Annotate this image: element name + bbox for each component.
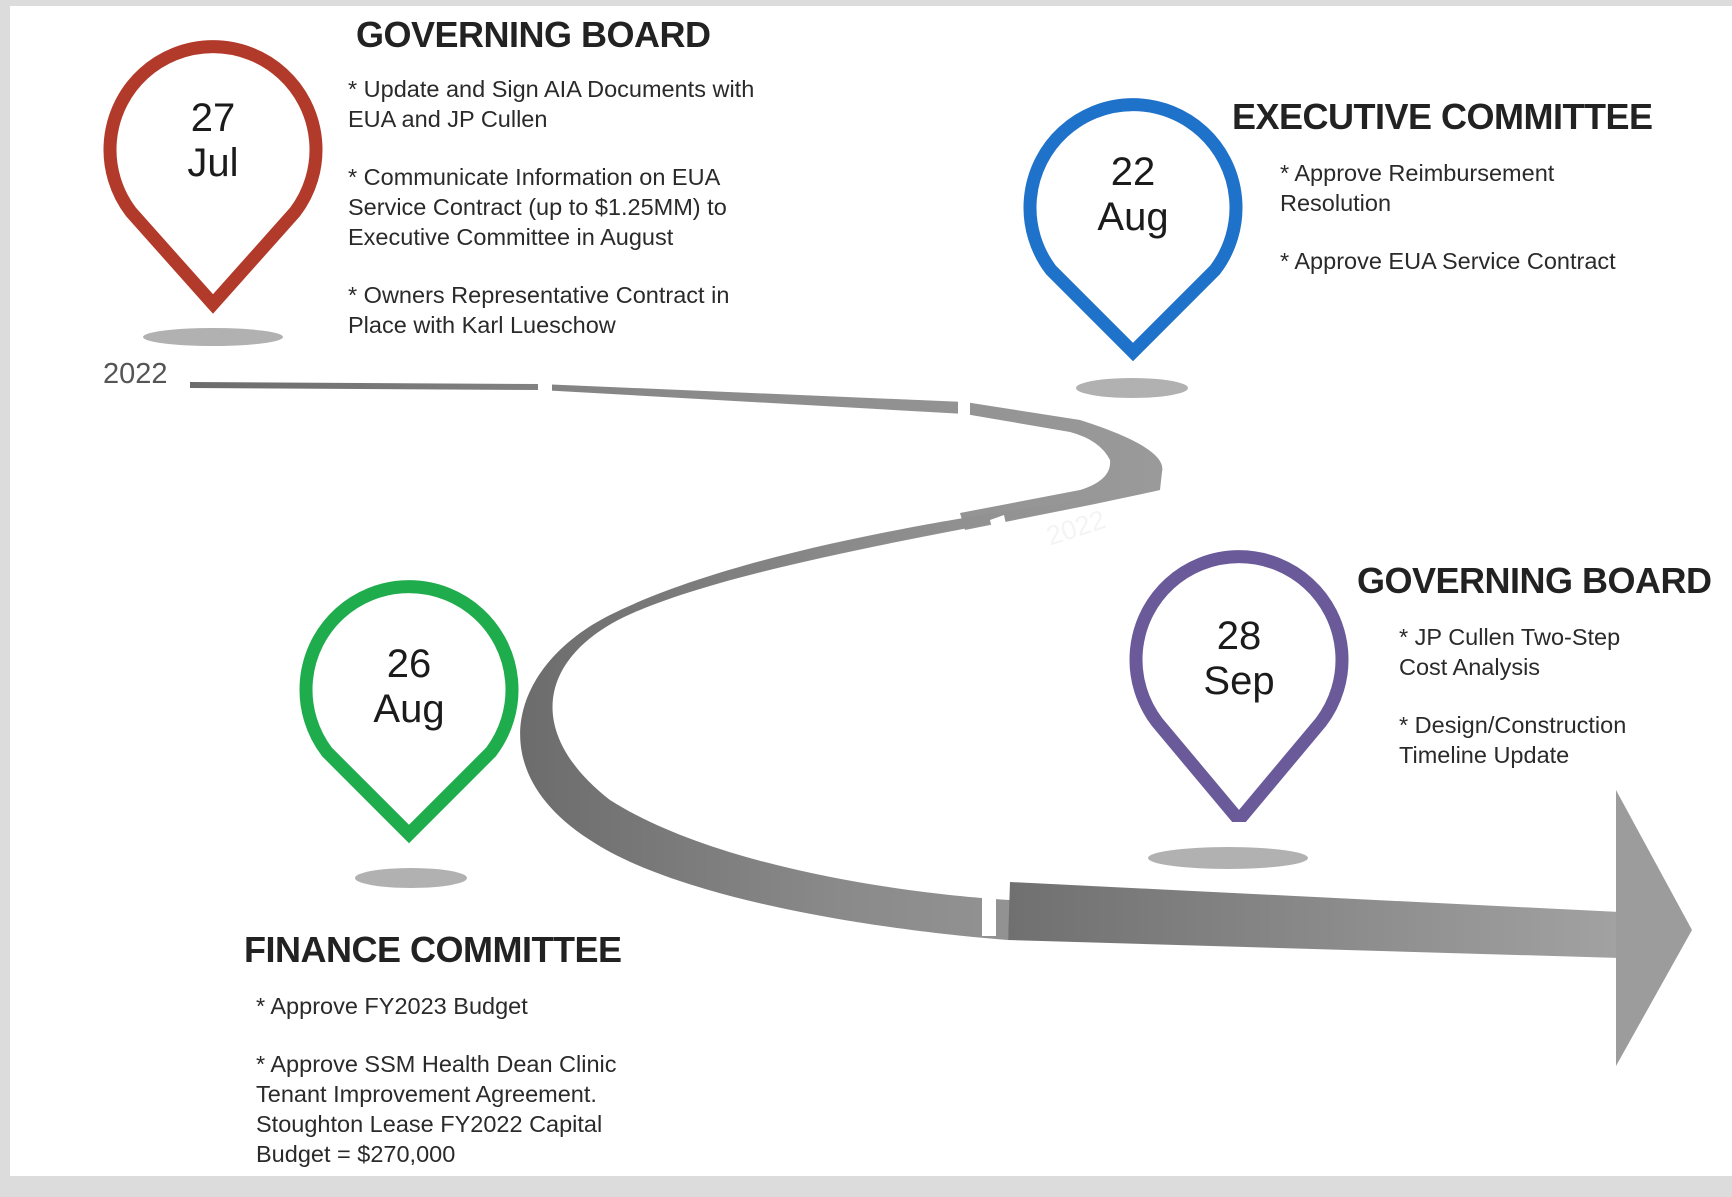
pin-month: Sep: [1203, 659, 1275, 703]
milestone-text-sep28: GOVERNING BOARD * JP Cullen Two-Step Cos…: [1357, 560, 1712, 798]
pin-month: Aug: [1097, 195, 1169, 239]
milestone-pin-aug26: 26 Aug: [289, 562, 529, 852]
milestone-pin-sep28: 28 Sep: [1119, 532, 1359, 822]
milestone-item: * Design/Construction Timeline Update: [1399, 712, 1627, 768]
pin-shadow: [1148, 847, 1308, 869]
milestone-text-aug26: FINANCE COMMITTEE * Approve FY2023 Budge…: [244, 929, 664, 1197]
map-pin-icon: [103, 40, 323, 314]
road-lower-segment: [1008, 882, 1620, 958]
pin-month: Jul: [187, 141, 239, 185]
milestone-text-jul27: GOVERNING BOARD * Update and Sign AIA Do…: [348, 14, 804, 368]
milestone-item: * Approve Reimbursement Resolution: [1280, 160, 1555, 216]
milestone-item: * Approve SSM Health Dean Clinic Tenant …: [256, 1051, 617, 1167]
milestone-heading: GOVERNING BOARD: [356, 14, 711, 55]
milestone-item: * Communicate Information on EUA Service…: [348, 164, 727, 250]
pin-day: 26: [386, 642, 432, 686]
milestone-item: * Update and Sign AIA Documents with EUA…: [348, 76, 755, 132]
pin-day: 22: [1110, 150, 1156, 194]
road-gap: [982, 880, 996, 936]
milestone-item: * Owners Representative Contract in Plac…: [348, 282, 730, 338]
pin-day: 27: [190, 96, 236, 140]
map-pin-icon: [299, 580, 519, 844]
road-curve-segment: [520, 490, 1160, 940]
map-pin-icon: [1129, 550, 1349, 822]
pin-shadow: [143, 328, 283, 346]
milestone-heading: EXECUTIVE COMMITTEE: [1232, 96, 1653, 137]
road-gap: [958, 396, 970, 418]
milestone-item: * Approve EUA Service Contract: [1280, 248, 1616, 274]
milestone-heading: FINANCE COMMITTEE: [244, 929, 622, 970]
milestone-item: * JP Cullen Two-Step Cost Analysis: [1399, 624, 1621, 680]
pin-shadow: [355, 868, 467, 888]
pin-day: 28: [1216, 614, 1262, 658]
milestone-heading: GOVERNING BOARD: [1357, 560, 1712, 601]
road-gap: [990, 515, 1012, 556]
road-gap: [538, 378, 552, 398]
milestone-pin-jul27: 27 Jul: [93, 24, 333, 314]
milestone-item: * Approve FY2023 Budget: [256, 993, 528, 1019]
milestone-text-aug22: EXECUTIVE COMMITTEE * Approve Reimbursem…: [1232, 96, 1672, 304]
pin-month: Aug: [373, 687, 445, 731]
milestone-pin-aug22: 22 Aug: [1013, 80, 1253, 370]
road-upper-segment: [190, 382, 1163, 530]
pin-shadow: [1076, 378, 1188, 398]
map-pin-icon: [1023, 98, 1243, 362]
start-year-label: 2022: [103, 358, 168, 390]
road-arrow-head: [1616, 790, 1692, 1066]
